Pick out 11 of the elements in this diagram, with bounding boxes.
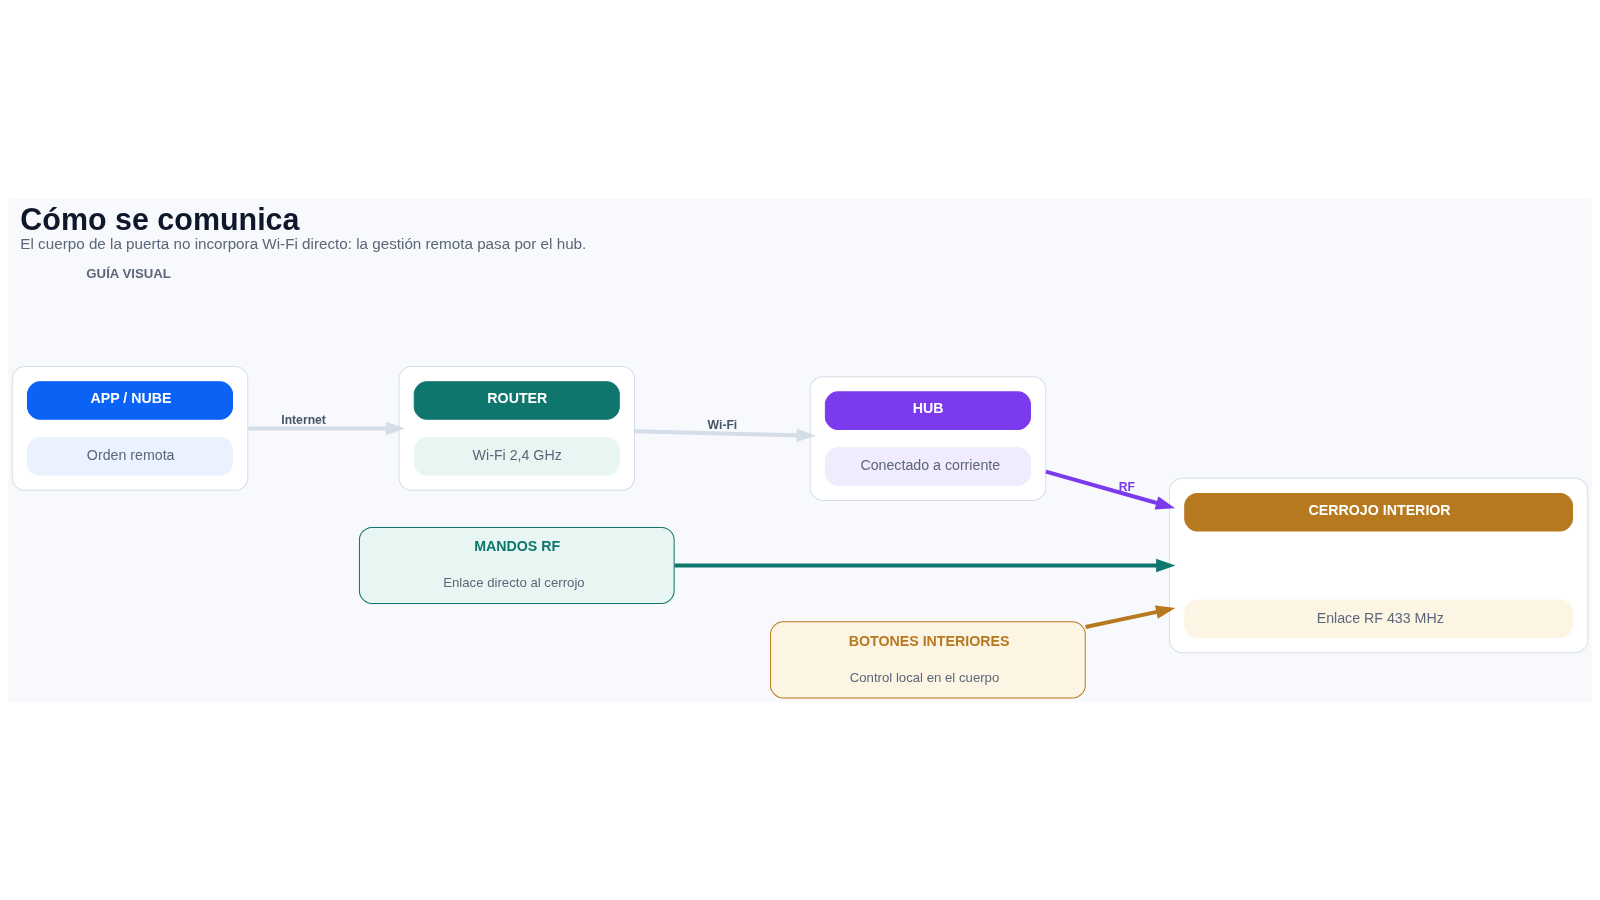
- arrow: [1085, 604, 1176, 629]
- edge-label: Wi-Fi: [707, 417, 738, 432]
- arrow: [1045, 469, 1176, 509]
- arrow: [674, 558, 1176, 572]
- edge-label: Internet: [281, 412, 326, 427]
- edge-label: RF: [1118, 479, 1135, 494]
- label: GUÍA VISUAL: [86, 265, 171, 281]
- arrow: [248, 421, 406, 435]
- caption: El cuerpo de la puerta no incorpora Wi-Fi directo: la gestión remota pasa por el hub.: [20, 234, 587, 252]
- arrow: [634, 428, 816, 442]
- diagram-title: Cómo se comunica: [20, 201, 300, 236]
